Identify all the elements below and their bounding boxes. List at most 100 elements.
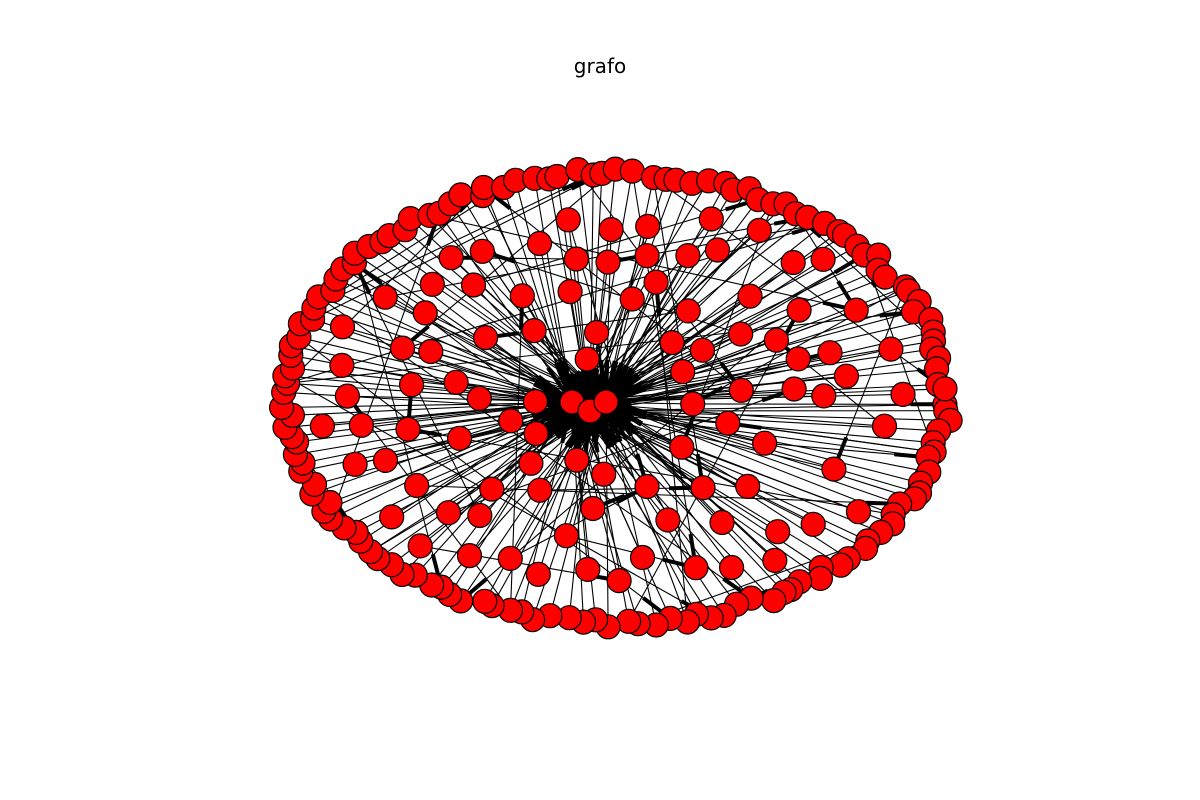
edge [641,596,662,613]
edge [725,201,748,212]
graph-node [591,461,617,487]
edge [688,533,696,557]
edge [448,388,795,514]
graph-node [498,408,524,434]
edge [719,361,736,382]
edge [485,310,689,339]
graph-node [527,477,553,503]
graph-node [659,330,685,356]
graph-node [580,495,606,522]
graph-node [521,318,547,344]
edge [298,336,671,619]
graph-node [751,430,778,456]
edge [722,577,743,593]
graph-node [395,416,421,442]
graph-node [419,271,445,297]
graph-node [800,511,826,537]
graph-node [509,283,535,309]
graph-node [817,340,843,366]
graph-node [689,337,716,363]
edge [628,309,800,622]
edge [615,406,644,426]
edge [589,403,945,412]
graph-node [735,473,761,499]
graph-node [342,451,368,477]
graph-node [379,504,405,530]
graph-node [871,413,898,439]
graph-node [348,412,374,438]
edge [430,553,441,577]
edge [610,364,629,393]
graph-node [469,238,495,264]
edge [330,401,573,520]
graph-node [780,249,806,276]
graph-node [811,383,837,409]
graph-node [785,346,811,372]
graph-node [329,314,356,340]
edge [410,324,430,342]
edge [836,436,849,459]
edge [312,172,603,320]
graph-node [643,269,669,295]
figure-title: grafo [573,54,627,78]
edge [865,500,888,506]
edge [571,269,879,403]
graph-node [878,336,904,362]
edge [615,380,644,399]
graph-node [574,346,600,372]
graph-node [407,533,433,559]
graph-node [786,297,812,323]
edge [313,187,504,309]
graph-node [634,473,660,500]
edge [407,395,413,418]
graph-node [553,523,580,549]
graph-node [575,556,601,583]
edge [357,272,372,295]
edge [368,246,573,403]
graph-node [655,507,681,533]
graph-node [418,338,444,365]
edge [354,252,573,403]
edge [599,414,629,432]
edge [370,410,591,553]
graph-node [845,499,872,525]
edge [407,428,894,516]
graph-node [466,385,492,411]
graph-node [781,376,807,402]
graph-node [619,158,645,184]
graph-node [522,389,549,415]
edge [761,391,784,403]
graph-node [932,376,958,402]
graph-node [448,182,474,208]
edge [662,557,685,567]
edge [482,250,741,335]
edge [425,223,437,247]
nodes-layer [269,156,963,640]
edge [362,268,383,286]
edge [655,294,662,317]
graph-node [698,206,724,232]
graph-node [675,298,701,324]
graph-node [619,286,645,312]
graph-node [564,447,590,473]
graph-node [595,249,621,275]
edge [879,311,902,318]
edge [615,490,638,505]
edge [833,259,855,275]
graph-node [598,217,624,243]
graph-node [389,335,416,361]
edge [573,413,585,444]
edge [429,215,607,403]
graph-node [629,544,656,571]
graph-node [761,587,787,614]
graph-node [843,297,869,323]
graph-node [821,456,847,482]
edge [287,222,825,384]
graph-node [715,410,741,436]
graph-node [518,450,544,476]
graph-node [746,217,772,243]
edge [635,453,646,476]
graph-node [807,565,834,592]
graph-node [479,476,505,502]
